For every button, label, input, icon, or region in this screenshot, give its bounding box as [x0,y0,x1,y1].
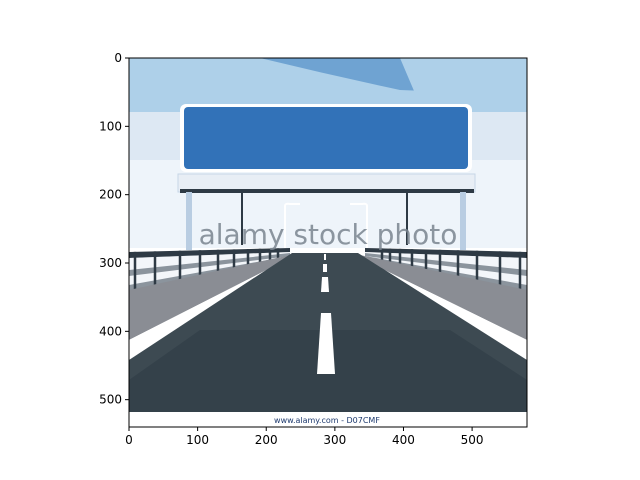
axes-frame [128,57,528,428]
lane-dash [321,277,329,292]
x-axis: 0 100 200 300 400 500 [125,427,484,447]
gantry-leg-left [186,192,192,250]
y-tick-label: 0 [114,51,122,65]
lane-dash [323,264,327,272]
image-panel: www.alamy.com - D07CMF alamy stock photo [129,58,527,427]
lane-dash [317,313,335,374]
railing-left-top [129,248,290,258]
credit-text: www.alamy.com - D07CMF [274,416,380,425]
lamp-post [284,202,300,250]
x-tick-label: 400 [392,433,415,447]
sign-panel [184,107,468,169]
x-tick-label: 300 [323,433,346,447]
shoulder-right [355,254,527,340]
railing-right-top [365,248,527,258]
x-tick-label: 200 [255,433,278,447]
watermark-text: alamy stock photo [199,218,458,251]
sky-band-right [400,58,527,112]
y-tick-label: 300 [99,256,122,270]
lane-dash [324,254,326,260]
x-tick-label: 100 [186,433,209,447]
y-tick-label: 500 [99,393,122,407]
x-tick-label: 0 [125,433,133,447]
railing-posts [133,248,522,291]
x-tick-label: 500 [461,433,484,447]
gantry-beam [180,189,474,193]
y-tick-label: 400 [99,324,122,338]
y-tick-label: 200 [99,188,122,202]
shoulder-left [129,254,295,340]
gantry-leg-right [460,192,466,250]
y-axis: 0 100 200 300 400 500 [99,51,129,407]
y-tick-label: 100 [99,119,122,133]
lamp-post [350,202,368,250]
credit-strip [129,412,527,427]
